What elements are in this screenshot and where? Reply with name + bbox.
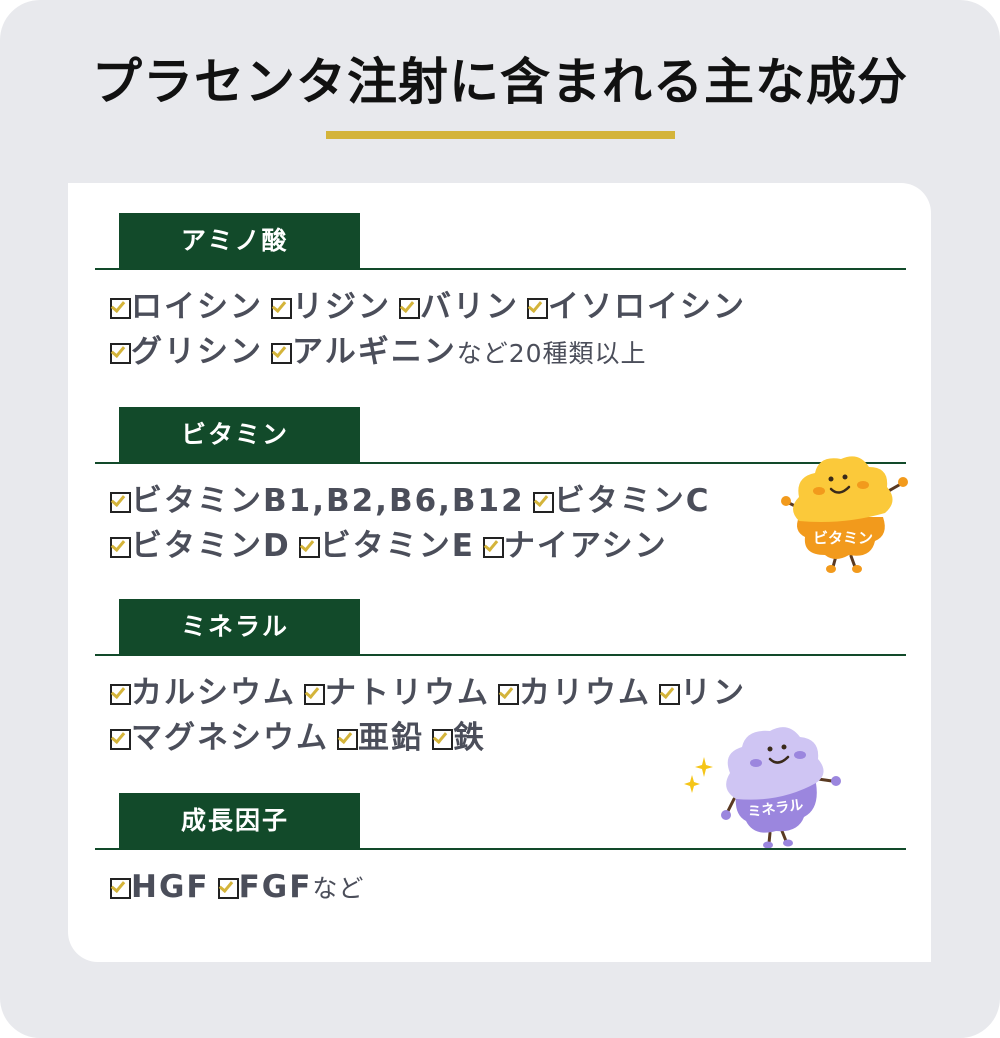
checkbox-checked-icon xyxy=(337,729,358,750)
item-line: ロイシンリジンバリンイソロイシン xyxy=(110,285,870,330)
mineral-mascot-label: ミネラル xyxy=(747,797,805,821)
item-line: マグネシウム亜鉛鉄 xyxy=(110,716,870,761)
page-title: プラセンタ注射に含まれる主な成分 xyxy=(92,53,908,111)
checkbox-checked-icon xyxy=(271,298,292,319)
item-line: グリシンアルギニンなど20種類以上 xyxy=(110,330,870,375)
section-label: ビタミン xyxy=(119,407,360,463)
list-item: カリウム xyxy=(498,671,651,716)
checkbox-checked-icon xyxy=(498,684,519,705)
ingredients-card: アミノ酸 ロイシンリジンバリンイソロイシン グリシンアルギニンなど20種類以上 … xyxy=(68,183,931,962)
list-item: リジン xyxy=(271,285,391,330)
section-divider xyxy=(95,462,906,464)
section-label: 成長因子 xyxy=(119,793,360,849)
checkbox-checked-icon xyxy=(110,298,131,319)
title-underline xyxy=(326,131,675,139)
checkbox-checked-icon xyxy=(659,684,680,705)
vitamin-mascot-label: ビタミン xyxy=(813,529,873,547)
list-item: ビタミンC xyxy=(532,479,711,524)
list-item: リン xyxy=(659,671,746,716)
section-divider xyxy=(95,654,906,656)
list-item: ビタミンB1,B2,B6,B12 xyxy=(110,479,525,524)
section-label: ミネラル xyxy=(119,599,360,655)
checkbox-checked-icon xyxy=(432,729,453,750)
section-label: アミノ酸 xyxy=(119,213,360,269)
checkbox-checked-icon xyxy=(399,298,420,319)
list-item: マグネシウム xyxy=(110,716,329,761)
list-item: ナイアシン xyxy=(482,524,668,569)
checkbox-checked-icon xyxy=(527,298,548,319)
sparkle-icon xyxy=(684,775,700,793)
list-item: 亜鉛 xyxy=(337,716,424,761)
list-item: ロイシン xyxy=(110,285,263,330)
section-divider xyxy=(95,848,906,850)
list-item: ナトリウム xyxy=(304,671,490,716)
checkbox-checked-icon xyxy=(532,492,554,513)
section-divider xyxy=(95,268,906,270)
checkbox-checked-icon xyxy=(110,343,131,364)
list-item: イソロイシン xyxy=(527,285,746,330)
item-line: カルシウムナトリウムカリウムリン xyxy=(110,671,870,716)
checkbox-checked-icon xyxy=(110,492,131,513)
item-suffix: など xyxy=(312,874,365,903)
item-list: ロイシンリジンバリンイソロイシン グリシンアルギニンなど20種類以上 xyxy=(110,285,870,375)
list-item: カルシウム xyxy=(110,671,296,716)
list-item: ビタミンE xyxy=(298,524,475,569)
list-item: FGF xyxy=(217,865,313,910)
checkbox-checked-icon xyxy=(110,878,131,899)
checkbox-checked-icon xyxy=(271,343,292,364)
item-list: カルシウムナトリウムカリウムリン マグネシウム亜鉛鉄 xyxy=(110,671,870,761)
checkbox-checked-icon xyxy=(304,684,325,705)
item-suffix: など20種類以上 xyxy=(456,339,647,368)
checkbox-checked-icon xyxy=(482,537,504,558)
checkbox-checked-icon xyxy=(298,537,320,558)
checkbox-checked-icon xyxy=(217,878,239,899)
checkbox-checked-icon xyxy=(110,729,131,750)
list-item: 鉄 xyxy=(432,716,486,761)
checkbox-checked-icon xyxy=(110,537,131,558)
list-item: アルギニン xyxy=(271,330,457,375)
checkbox-checked-icon xyxy=(110,684,131,705)
list-item: HGF xyxy=(110,865,210,910)
list-item: グリシン xyxy=(110,330,263,375)
sparkle-icon xyxy=(695,757,713,777)
list-item: ビタミンD xyxy=(110,524,291,569)
mineral-mascot-icon: ミネラル xyxy=(680,723,850,849)
list-item: バリン xyxy=(399,285,519,330)
vitamin-mascot-icon: ビタミン xyxy=(773,451,913,576)
